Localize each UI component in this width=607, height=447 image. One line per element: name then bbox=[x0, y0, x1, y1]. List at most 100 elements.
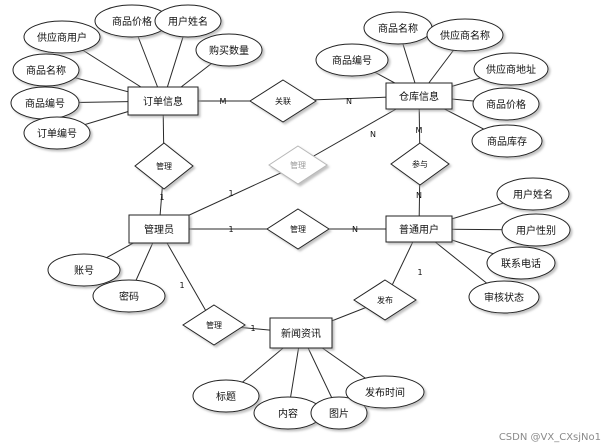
relationship-diamond bbox=[266, 208, 330, 250]
entity-order: 订单信息 bbox=[127, 86, 199, 116]
entity-label: 普通用户 bbox=[399, 223, 439, 236]
attribute-a_o7: 订单编号 bbox=[23, 116, 91, 150]
attribute-ellipse bbox=[471, 124, 543, 158]
attribute-ellipse bbox=[192, 379, 260, 413]
relationship-r_order_wh: 关联 bbox=[249, 79, 317, 123]
attribute-label: 联系电话 bbox=[501, 257, 541, 270]
diagram-nodes: 供应商用户商品价格用户姓名购买数量商品名称商品编号订单编号商品名称供应商名称商品… bbox=[10, 4, 571, 430]
entity-box bbox=[127, 86, 199, 116]
attribute-a_n2: 内容 bbox=[253, 396, 323, 430]
attribute-a_a1: 账号 bbox=[47, 253, 121, 287]
attribute-a_o6: 商品编号 bbox=[10, 86, 80, 120]
relationship-diamond bbox=[182, 304, 246, 346]
attribute-label: 账号 bbox=[74, 265, 94, 277]
attribute-label: 供应商用户 bbox=[37, 31, 87, 44]
relationship-label: 管理 bbox=[156, 161, 172, 171]
attribute-ellipse bbox=[501, 213, 571, 247]
attribute-ellipse bbox=[195, 33, 263, 67]
attribute-ellipse bbox=[496, 177, 570, 211]
attribute-label: 商品价格 bbox=[112, 15, 152, 28]
cardinality-c8: N bbox=[352, 225, 358, 234]
entity-warehouse: 仓库信息 bbox=[385, 82, 453, 110]
attribute-label: 商品库存 bbox=[487, 135, 527, 148]
attribute-a_o2: 商品价格 bbox=[94, 4, 170, 38]
attribute-a_w2: 供应商名称 bbox=[426, 18, 504, 52]
cardinality-c7: M bbox=[416, 126, 423, 135]
attribute-ellipse bbox=[315, 43, 389, 77]
relationship-label: 关联 bbox=[275, 96, 291, 106]
cardinality-c2: N bbox=[346, 97, 352, 106]
attribute-a_w3: 商品编号 bbox=[315, 43, 389, 77]
attribute-ellipse bbox=[486, 246, 556, 280]
entity-box bbox=[128, 214, 190, 244]
entity-label: 订单信息 bbox=[143, 95, 183, 108]
relationship-r_user_wh: 参与 bbox=[390, 142, 450, 186]
attribute-a_n3: 图片 bbox=[310, 396, 368, 430]
attribute-label: 图片 bbox=[329, 407, 349, 420]
cardinality-c12: 1 bbox=[417, 268, 422, 277]
attribute-ellipse bbox=[47, 253, 121, 287]
attribute-ellipse bbox=[23, 116, 91, 150]
relationship-diamond bbox=[268, 145, 328, 185]
attribute-ellipse bbox=[468, 280, 540, 314]
attribute-a_u2: 用户性别 bbox=[501, 213, 571, 247]
relationship-label: 发布 bbox=[377, 295, 393, 305]
attribute-label: 用户姓名 bbox=[513, 188, 553, 201]
attribute-label: 商品编号 bbox=[25, 97, 65, 110]
entity-news: 新闻资讯 bbox=[269, 317, 333, 349]
attribute-ellipse bbox=[92, 279, 166, 313]
attribute-ellipse bbox=[345, 375, 425, 409]
attribute-a_u3: 联系电话 bbox=[486, 246, 556, 280]
attribute-label: 购买数量 bbox=[209, 44, 249, 57]
entity-box bbox=[385, 82, 453, 110]
attribute-label: 商品编号 bbox=[332, 54, 372, 67]
entity-user: 普通用户 bbox=[385, 215, 453, 243]
cardinality-c6: N bbox=[416, 191, 422, 200]
attribute-ellipse bbox=[310, 396, 368, 430]
attribute-a_o3: 用户姓名 bbox=[154, 4, 222, 38]
attribute-label: 用户性别 bbox=[516, 224, 556, 237]
entity-box bbox=[385, 215, 453, 243]
attribute-a_o4: 购买数量 bbox=[195, 33, 263, 67]
attribute-a_w1: 商品名称 bbox=[363, 11, 433, 45]
attribute-ellipse bbox=[473, 52, 549, 86]
attribute-ellipse bbox=[23, 20, 101, 54]
relationship-label: 管理 bbox=[206, 320, 222, 330]
relationship-diamond bbox=[390, 142, 450, 186]
attribute-ellipse bbox=[426, 18, 504, 52]
attribute-ellipse bbox=[472, 87, 540, 121]
attribute-label: 审核状态 bbox=[484, 291, 524, 304]
relationship-r_admin_news: 管理 bbox=[182, 304, 246, 346]
attribute-a_u1: 用户姓名 bbox=[496, 177, 570, 211]
attribute-a_n4: 发布时间 bbox=[345, 375, 425, 409]
attribute-a_n1: 标题 bbox=[192, 379, 260, 413]
attribute-a_w5: 商品价格 bbox=[472, 87, 540, 121]
cardinality-c11: 1 bbox=[250, 324, 255, 333]
attribute-label: 商品名称 bbox=[26, 64, 66, 77]
relationship-label: 管理 bbox=[290, 224, 306, 234]
watermark: CSDN @VX_CXsjNo1 bbox=[498, 432, 601, 443]
entity-label: 管理员 bbox=[144, 223, 174, 236]
relationship-r_user_news: 发布 bbox=[353, 279, 417, 321]
attribute-ellipse bbox=[154, 4, 222, 38]
attribute-ellipse bbox=[12, 53, 80, 87]
attribute-label: 供应商名称 bbox=[440, 29, 490, 42]
attribute-a_o5: 商品名称 bbox=[12, 53, 80, 87]
attribute-label: 发布时间 bbox=[365, 386, 405, 399]
attribute-label: 商品名称 bbox=[378, 22, 418, 35]
cardinality-c5: 1 bbox=[159, 193, 164, 202]
relationship-diamond bbox=[134, 142, 194, 190]
entity-admin: 管理员 bbox=[128, 214, 190, 244]
relationship-label: 参与 bbox=[412, 159, 428, 169]
attribute-a_a2: 密码 bbox=[92, 279, 166, 313]
attribute-label: 标题 bbox=[216, 391, 236, 403]
entity-box bbox=[269, 317, 333, 349]
attribute-label: 供应商地址 bbox=[486, 63, 536, 76]
entity-label: 仓库信息 bbox=[399, 90, 439, 103]
attribute-a_o1: 供应商用户 bbox=[23, 20, 101, 54]
attribute-label: 商品价格 bbox=[486, 98, 526, 111]
entity-label: 新闻资讯 bbox=[281, 327, 321, 340]
attribute-a_u4: 审核状态 bbox=[468, 280, 540, 314]
relationship-label: 管理 bbox=[290, 160, 306, 170]
